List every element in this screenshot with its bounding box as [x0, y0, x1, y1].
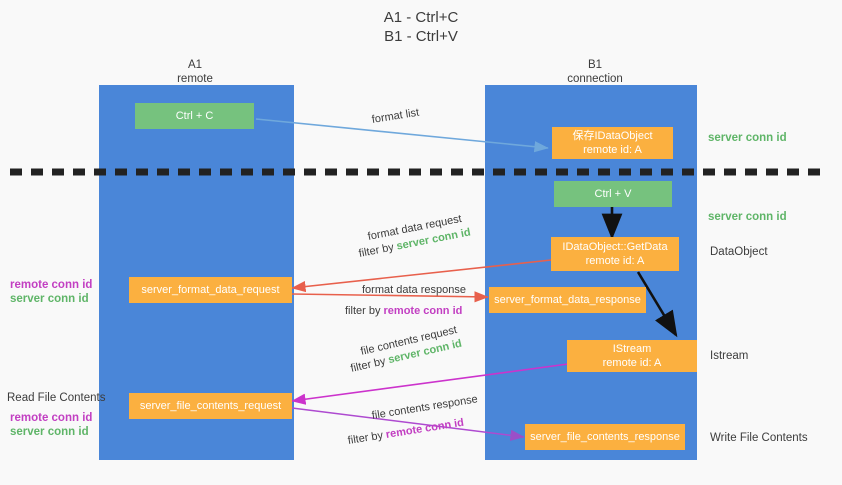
node-ctrl-v-label: Ctrl + V — [594, 188, 632, 200]
right-label-dataobject: DataObject — [710, 245, 768, 260]
node-server-file-contents-request-label: server_file_contents_request — [139, 400, 282, 412]
node-idataobject-getdata-line1: IDataObject::GetData — [562, 241, 668, 253]
node-server-format-data-response[interactable]: server_format_data_response — [489, 287, 646, 313]
left-label-remote-conn-id-1-text: remote conn id — [10, 279, 93, 291]
node-server-format-data-request-label: server_format_data_request — [141, 284, 280, 296]
node-ctrl-c[interactable]: Ctrl + C — [135, 103, 254, 129]
column-header-b1: B1 connection — [515, 58, 675, 86]
node-istream-line2: remote id: A — [602, 357, 662, 369]
right-label-server-conn-id-mid: server conn id — [708, 210, 787, 225]
edge-label-format-list: format list — [371, 106, 420, 128]
left-label-remote-conn-id-1: remote conn id — [10, 278, 92, 293]
left-label-remote-conn-id-2-text: remote conn id — [10, 412, 93, 424]
node-save-idataobject-line2: remote id: A — [583, 144, 642, 156]
filter-prefix: filter by — [346, 429, 387, 447]
diagram-title: A1 - Ctrl+C B1 - Ctrl+V — [0, 8, 842, 46]
node-server-file-contents-response[interactable]: server_file_contents_response — [525, 424, 685, 450]
column-header-b1-sub: connection — [567, 73, 623, 85]
right-label-server-conn-id-top-text: server conn id — [708, 132, 787, 144]
node-ctrl-v[interactable]: Ctrl + V — [554, 181, 672, 207]
filter-value-remote-conn-id: remote conn id — [383, 305, 463, 317]
node-save-idataobject-line1: 保存IDataObject — [572, 130, 653, 142]
right-label-write-file-contents-text: Write File Contents — [710, 432, 808, 444]
node-server-format-data-response-label: server_format_data_response — [494, 294, 641, 306]
right-label-server-conn-id-top: server conn id — [708, 131, 787, 146]
node-istream[interactable]: IStream remote id: A — [567, 340, 697, 372]
filter-prefix: filter by — [349, 354, 390, 375]
filter-prefix: filter by — [357, 240, 398, 260]
column-header-a1: A1 remote — [115, 58, 275, 86]
edge-label-format-data-response-text: format data response — [362, 284, 466, 296]
edge-label-file-contents-response-filter: filter by remote conn id — [347, 416, 465, 449]
column-header-a1-sub: remote — [177, 73, 213, 85]
left-label-server-conn-id-2-text: server conn id — [10, 426, 89, 438]
left-label-read-file-contents: Read File Contents — [7, 391, 105, 406]
column-header-a1-name: A1 — [187, 59, 203, 71]
node-save-idataobject[interactable]: 保存IDataObject remote id: A — [552, 127, 673, 159]
node-idataobject-getdata-line2: remote id: A — [585, 255, 645, 267]
right-label-istream-text: Istream — [710, 350, 749, 362]
node-istream-line1: IStream — [612, 343, 652, 355]
filter-prefix: filter by — [345, 305, 384, 317]
left-label-remote-conn-id-2: remote conn id — [10, 411, 92, 426]
right-label-write-file-contents: Write File Contents — [710, 431, 808, 446]
left-label-server-conn-id-1: server conn id — [10, 292, 89, 307]
edge-label-format-data-response-filter: filter by remote conn id — [345, 304, 462, 319]
right-label-dataobject-text: DataObject — [710, 246, 768, 258]
right-label-server-conn-id-mid-text: server conn id — [708, 211, 787, 223]
filter-value-remote-conn-id: remote conn id — [385, 416, 465, 441]
edge-label-format-list-text: format list — [370, 106, 420, 126]
title-line-1: A1 - Ctrl+C — [383, 9, 459, 26]
left-label-server-conn-id-1-text: server conn id — [10, 293, 89, 305]
node-ctrl-c-label: Ctrl + C — [175, 110, 214, 122]
node-server-file-contents-response-label: server_file_contents_response — [530, 431, 680, 443]
column-header-b1-name: B1 — [587, 59, 603, 71]
left-label-server-conn-id-2: server conn id — [10, 425, 89, 440]
node-server-file-contents-request[interactable]: server_file_contents_request — [129, 393, 292, 419]
title-line-2: B1 - Ctrl+V — [384, 28, 458, 45]
right-label-istream: Istream — [710, 349, 748, 364]
left-label-read-file-contents-text: Read File Contents — [7, 392, 106, 404]
edge-label-format-data-response: format data response — [362, 283, 466, 298]
node-server-format-data-request[interactable]: server_format_data_request — [129, 277, 292, 303]
